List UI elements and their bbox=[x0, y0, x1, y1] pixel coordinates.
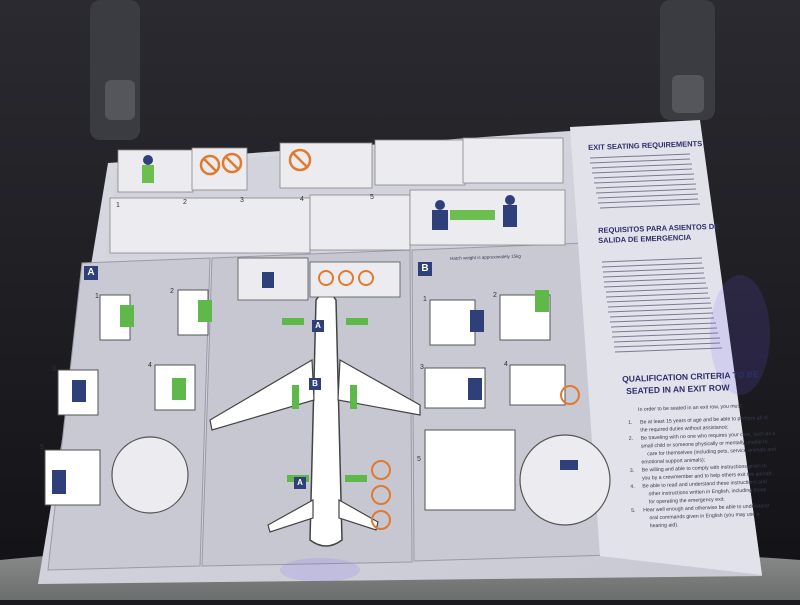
step-top-4: 4 bbox=[300, 196, 304, 203]
top-figures bbox=[142, 155, 517, 230]
right-seat-latch bbox=[672, 75, 704, 113]
step-b-5: 5 bbox=[417, 456, 421, 463]
step-b-1: 1 bbox=[423, 296, 427, 303]
body-text-lines bbox=[589, 153, 723, 353]
panel-aircraft bbox=[201, 249, 413, 567]
criteria-number: 5. bbox=[631, 507, 636, 514]
criteria-number: 3. bbox=[629, 467, 635, 474]
exit-marker-rear: A bbox=[294, 477, 306, 489]
step-a-3: 3 bbox=[52, 366, 56, 373]
baggage-icons bbox=[371, 460, 391, 530]
hatch-illustrations bbox=[237, 257, 401, 301]
criteria-number: 1. bbox=[628, 419, 633, 426]
panel-a-label: A bbox=[84, 266, 98, 280]
step-a-5: 5 bbox=[40, 444, 44, 451]
left-seat-latch bbox=[105, 80, 135, 120]
panel-a-figures bbox=[44, 289, 212, 514]
step-top-5: 5 bbox=[370, 194, 374, 201]
aircraft-diagram bbox=[209, 291, 421, 547]
criteria-number: 4. bbox=[630, 483, 635, 490]
step-a-2: 2 bbox=[170, 288, 174, 295]
step-b-3: 3 bbox=[420, 364, 424, 371]
text-column bbox=[570, 120, 762, 575]
exit-marker-front: A bbox=[312, 320, 324, 332]
step-a-4: 4 bbox=[148, 362, 152, 369]
step-a-1: 1 bbox=[95, 293, 99, 300]
light-flare-bottom bbox=[280, 558, 360, 582]
step-top-1: 1 bbox=[116, 202, 120, 209]
prohibited-icons bbox=[199, 148, 312, 176]
panel-b-label: B bbox=[418, 262, 432, 276]
panel-b-figures bbox=[424, 290, 611, 526]
exit-marker-wing: B bbox=[309, 378, 321, 390]
step-top-3: 3 bbox=[240, 197, 244, 204]
criteria-number: 2. bbox=[628, 435, 634, 442]
criteria-line: hearing aid). bbox=[649, 522, 679, 530]
step-top-2: 2 bbox=[183, 199, 187, 206]
light-flare bbox=[710, 275, 770, 395]
step-b-2: 2 bbox=[493, 292, 497, 299]
step-b-4: 4 bbox=[504, 361, 508, 368]
